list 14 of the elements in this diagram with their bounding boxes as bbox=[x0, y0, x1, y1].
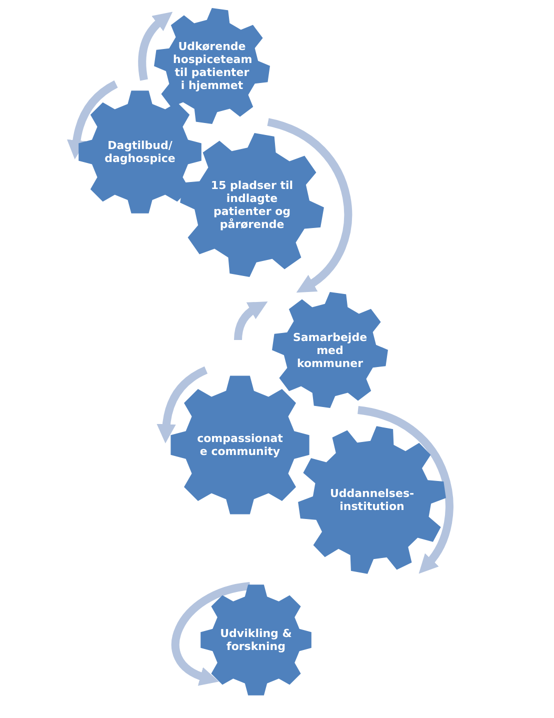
gear-shape bbox=[272, 292, 388, 408]
gear-shape bbox=[180, 133, 324, 277]
gear-label: Dagtilbud/ daghospice bbox=[104, 139, 176, 165]
gear-label: Samarbejde med kommuner bbox=[292, 330, 368, 370]
gear-label: 15 pladser til indlagte patienter og pårørende bbox=[210, 179, 294, 231]
gear-label: compassionat e community bbox=[196, 432, 284, 458]
gear-shape bbox=[170, 375, 310, 515]
gear-label: Udvikling & forskning bbox=[219, 627, 293, 653]
gear-shape bbox=[154, 8, 270, 124]
gear-label: Udkørende hospiceteam til patienter i hjemmet bbox=[173, 40, 251, 92]
gear-shape bbox=[78, 90, 202, 214]
gear-shape bbox=[200, 584, 312, 696]
gear-label: Uddannelses-institution bbox=[328, 487, 416, 513]
gear-shape bbox=[298, 426, 446, 574]
